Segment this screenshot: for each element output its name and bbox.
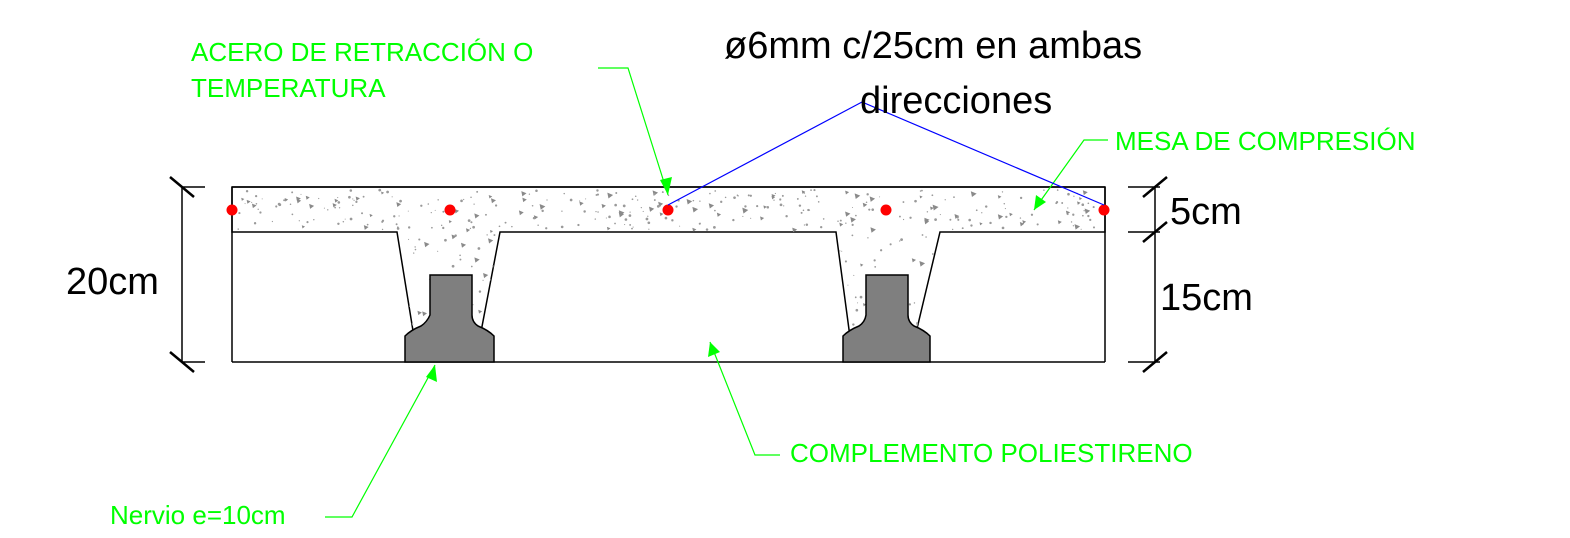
leader-steel — [598, 67, 669, 196]
rebar-dot — [662, 204, 674, 216]
leader-filler — [709, 341, 780, 456]
dimension-total-label: 20cm — [66, 261, 159, 303]
leader-rib — [325, 364, 436, 518]
label-rebar-spec-line1: ø6mm c/25cm en ambas — [724, 25, 1142, 67]
leader-rebar-spec — [667, 101, 1105, 206]
dimension-right — [1128, 176, 1168, 373]
label-filler: COMPLEMENTO POLIESTIRENO — [790, 438, 1193, 468]
rebar-dot — [226, 204, 238, 216]
label-steel-line2: TEMPERATURA — [191, 73, 386, 103]
label-steel-line1: ACERO DE RETRACCIÓN O — [191, 37, 533, 67]
leader-arrowheads — [426, 177, 1046, 382]
precast-joist-right — [842, 274, 931, 363]
concrete-aggregate-hatch — [234, 188, 1096, 333]
rebar-dot — [880, 204, 892, 216]
rebar-dot — [1098, 204, 1110, 216]
precast-joist-left — [404, 274, 495, 363]
leader-compression-table — [1033, 139, 1108, 211]
label-compression-table: MESA DE COMPRESIÓN — [1115, 126, 1416, 156]
label-rebar-spec-line2: direcciones — [860, 80, 1052, 122]
annotation-leaders — [325, 67, 1108, 518]
dimension-topping-label: 5cm — [1170, 191, 1242, 233]
label-rib: Nervio e=10cm — [110, 500, 286, 530]
rebar-dot — [444, 204, 456, 216]
dimension-total — [169, 176, 205, 373]
dimension-block-label: 15cm — [1160, 277, 1253, 319]
